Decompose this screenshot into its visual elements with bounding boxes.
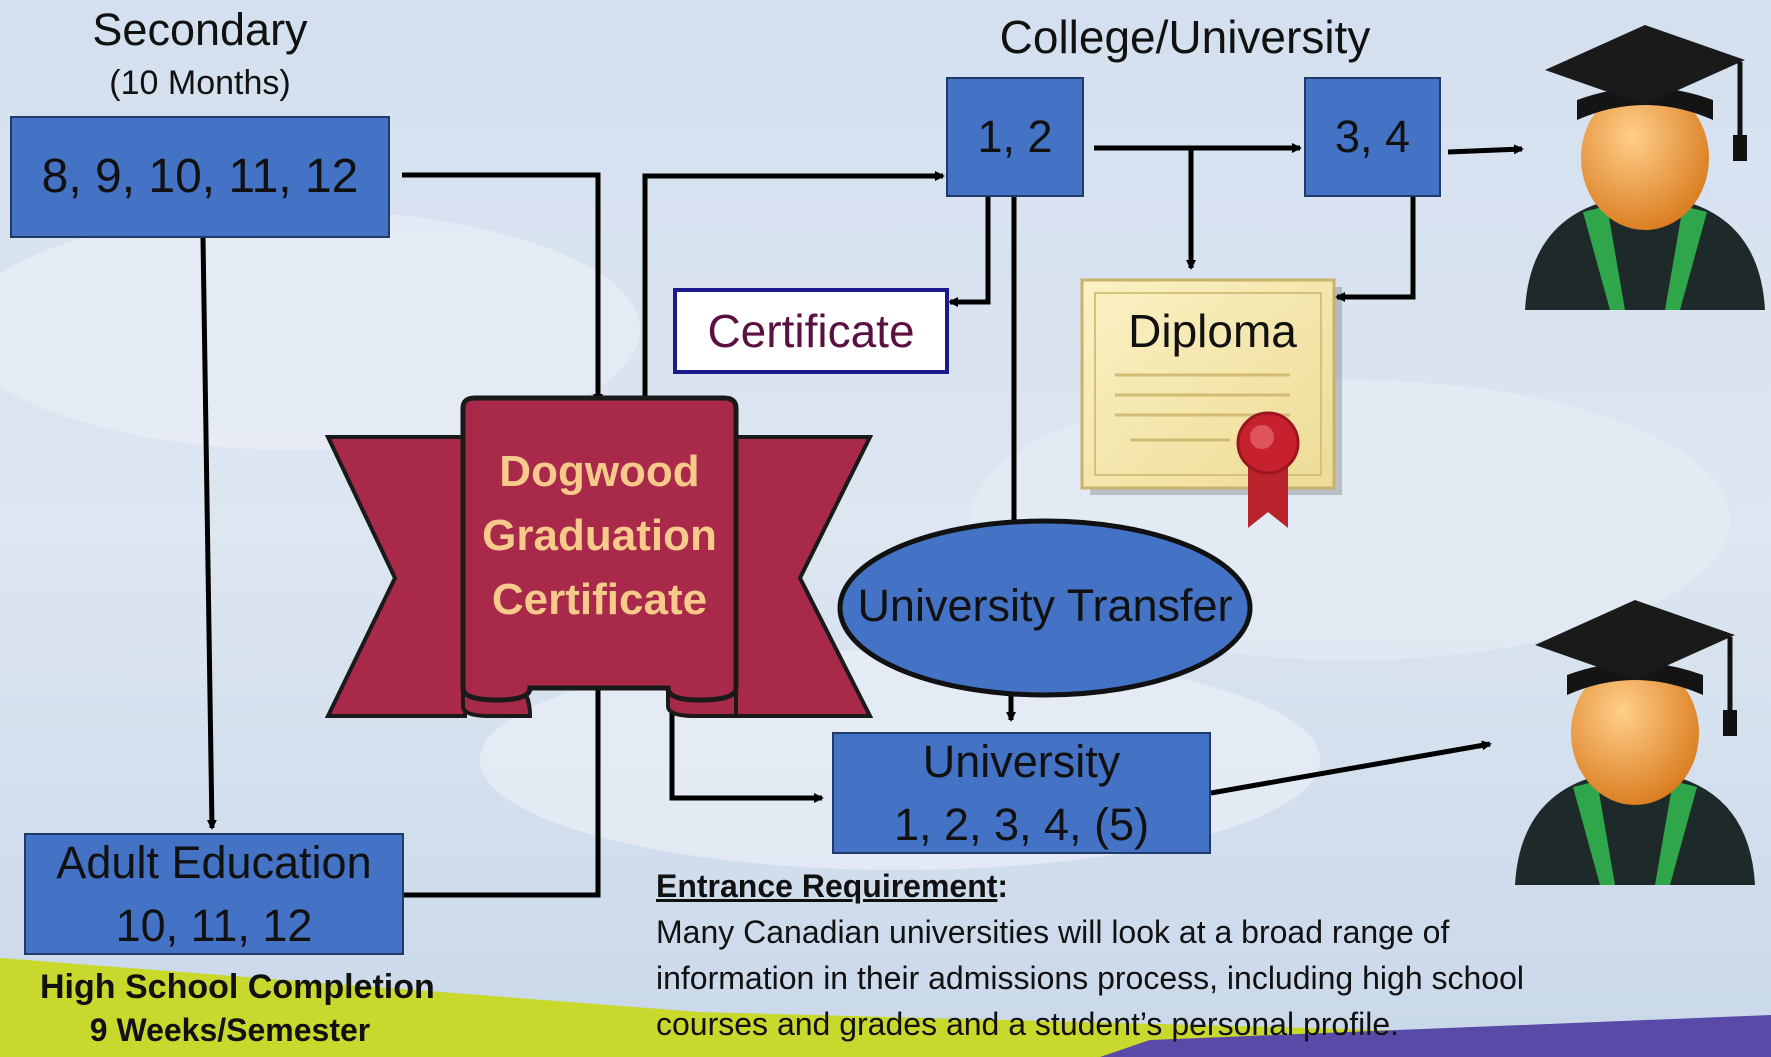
university-label: University [922,736,1121,787]
adult-education-box: Adult Education 10, 11, 12 [24,833,404,955]
entrance-text-line-2: information in their admissions process,… [656,960,1524,996]
dogwood-certificate-text: Dogwood Graduation Certificate [463,440,736,632]
connectors [200,143,1524,898]
arrow-university-to-graduate [1210,740,1492,796]
arrow-adult-ed-to-dogwood [404,678,603,898]
college-years-3-4-box: 3, 4 [1304,77,1441,197]
ribbon-banner-icon [324,395,874,718]
arrow-college-to-certificate [948,196,991,307]
college-university-title: College/University [999,11,1371,63]
dogwood-line-3: Certificate [491,575,708,624]
university-transfer-ellipse [837,518,1253,698]
entrance-text-line-3: courses and grades and a student’s perso… [656,1006,1399,1042]
adult-education-label: Adult Education [56,837,372,888]
arrow-dogwood-to-college [642,171,945,400]
entrance-heading-text: Entrance Requirement [656,868,998,904]
high-school-completion-caption: High School Completion [40,968,435,1006]
arrow-secondary-to-adult-ed [200,237,217,830]
entrance-text-line-1: Many Canadian universities will look at … [656,914,1450,950]
ribbon-scroll-body [460,395,739,703]
ribbon-tail-left [324,435,467,718]
bottom-wave-green [0,958,1771,1057]
university-years-label: 1, 2, 3, 4, (5) [893,798,1150,850]
arrow-years34-to-graduate [1447,144,1524,155]
secondary-duration: (10 Months) [109,64,291,102]
college-years-1-2-label: 1, 2 [977,111,1053,163]
entrance-heading-colon: : [997,868,1009,904]
adult-education-grades: 10, 11, 12 [115,899,313,951]
secondary-title: Secondary [92,4,308,55]
dogwood-line-1: Dogwood [499,447,700,496]
university-box: University 1, 2, 3, 4, (5) [832,732,1211,854]
secondary-grades-label: 8, 9, 10, 11, 12 [41,149,359,203]
college-years-1-2-box: 1, 2 [946,77,1084,197]
graduate-icon [1515,600,1755,885]
arrow-years34-to-diploma [1335,196,1416,302]
entrance-requirement-block: Entrance Requirement: Many Canadian univ… [656,863,1656,1047]
diploma-label: Diploma [1128,305,1297,357]
secondary-grades-box: 8, 9, 10, 11, 12 [10,116,390,238]
dogwood-line-2: Graduation [482,511,717,560]
weeks-per-semester-caption: 9 Weeks/Semester [89,1012,371,1048]
arrow-secondary-to-dogwood [402,172,603,404]
arrow-dogwood-to-university [669,712,824,803]
diploma-scroll-icon [1080,278,1342,528]
university-transfer-label: University Transfer [857,580,1233,631]
certificate-label: Certificate [707,305,915,357]
cloud-shape [0,210,640,450]
graduate-icon [1525,25,1765,310]
certificate-box: Certificate [673,288,949,374]
bottom-wave-purple [1100,1015,1771,1057]
college-years-3-4-label: 3, 4 [1334,111,1411,163]
entrance-requirement-heading: Entrance Requirement: [656,863,1656,909]
